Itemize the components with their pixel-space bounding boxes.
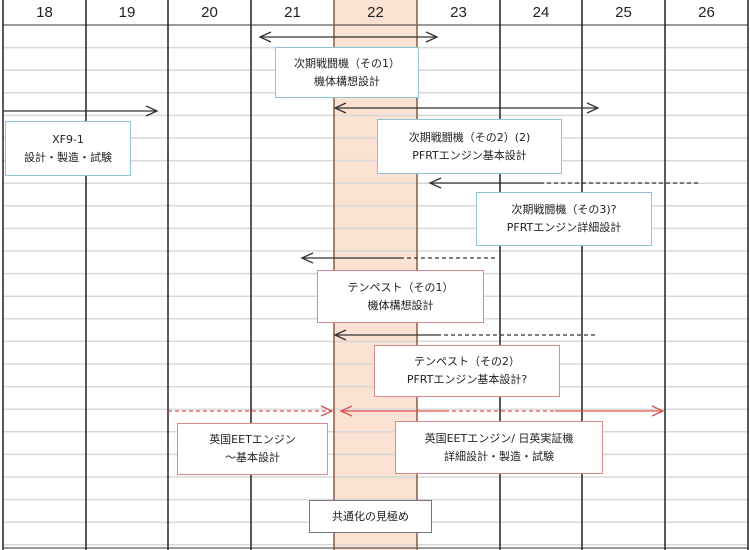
year-header-20: 20 (201, 4, 218, 21)
box-tempest-2: テンペスト（その2） PFRTエンジン基本設計? (374, 345, 560, 397)
arrowhead-icon (339, 405, 353, 417)
box-line2: PFRTエンジン基本設計 (412, 148, 527, 162)
box-xf9-1: XF9-1 設計・製造・試験 (5, 121, 131, 176)
box-line1: 次期戦闘機（その3)? (511, 203, 617, 216)
arrowhead-icon (258, 31, 272, 43)
year-header-19: 19 (118, 4, 136, 21)
box-line1: テンペスト（その1） (347, 280, 454, 294)
box-line2: PFRTエンジン詳細設計 (506, 221, 622, 234)
box-line2: ～基本設計 (225, 451, 280, 464)
box-line1: 英国EETエンジン/ 日英実証機 (424, 431, 574, 445)
box-tempest-1: テンペスト（その1） 機体構想設計 (317, 270, 484, 323)
box-uk-eet-demonstrator: 英国EETエンジン/ 日英実証機 詳細設計・製造・試験 (395, 421, 603, 474)
box-next-fighter-1: 次期戦闘機（その1） 機体構想設計 (275, 47, 419, 98)
box-line1: 共通化の見極め (332, 509, 409, 523)
arrowhead-icon (300, 252, 314, 264)
arrowhead-icon (586, 102, 600, 114)
box-commonality-check: 共通化の見極め (309, 500, 432, 533)
year-header-26: 26 (698, 4, 715, 21)
box-next-fighter-2: 次期戦闘機（その2）(2) PFRTエンジン基本設計 (377, 119, 562, 174)
box-line1: 英国EETエンジン (209, 433, 296, 446)
arrowhead-icon (333, 102, 347, 114)
arrowhead-icon (145, 105, 159, 117)
box-next-fighter-3: 次期戦闘機（その3)? PFRTエンジン詳細設計 (476, 192, 652, 246)
year-header-18: 18 (36, 4, 53, 21)
year-header-25: 25 (615, 4, 632, 21)
box-line1: XF9-1 (52, 132, 84, 146)
year-header-23: 23 (450, 4, 467, 21)
year-header-24: 24 (532, 4, 550, 21)
box-line2: PFRTエンジン基本設計? (406, 373, 528, 386)
box-line2: 詳細設計・製造・試験 (444, 449, 554, 463)
arrowhead-icon (428, 177, 442, 189)
box-line1: 次期戦闘機（その2）(2) (408, 130, 531, 144)
box-line2: 機体構想設計 (314, 74, 380, 88)
box-line1: 次期戦闘機（その1） (294, 56, 400, 70)
box-uk-eet-basic: 英国EETエンジン ～基本設計 (177, 423, 328, 475)
arrowhead-icon (425, 31, 439, 43)
arrowhead-icon (333, 329, 347, 341)
arrowhead-icon (651, 405, 665, 417)
year-header-21: 21 (284, 4, 301, 21)
box-line2: 機体構想設計 (367, 298, 434, 312)
box-line2: 設計・製造・試験 (24, 150, 112, 164)
box-line1: テンペスト（その2） (414, 355, 520, 368)
arrowhead-icon (320, 405, 334, 417)
year-header-22: 22 (367, 4, 384, 21)
